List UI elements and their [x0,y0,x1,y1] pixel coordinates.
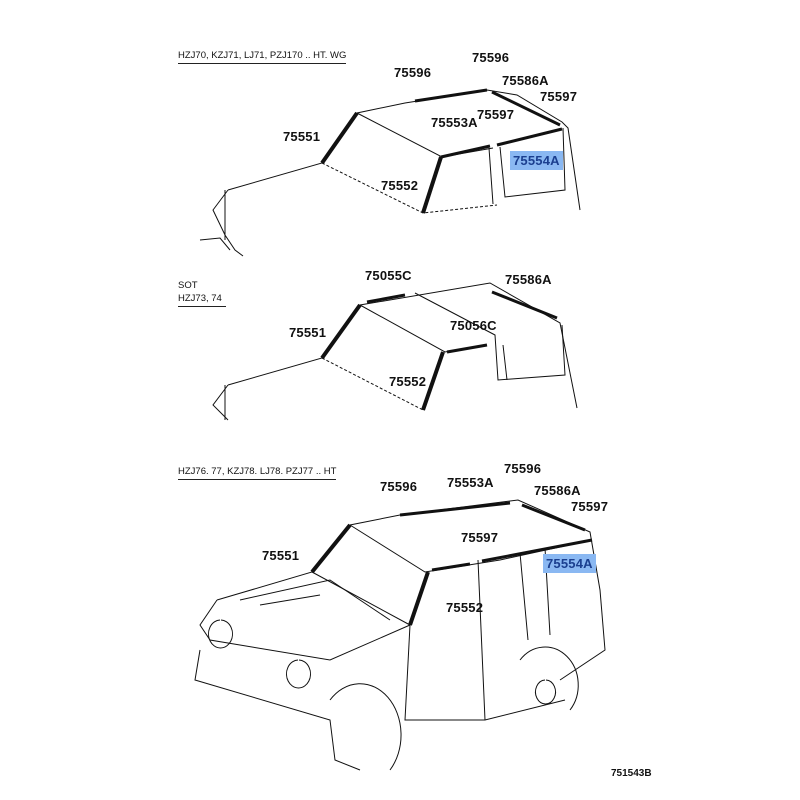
part-label[interactable]: 75553A [447,475,494,490]
vehicle-2-roof-drawing [212,282,578,421]
section-1-title: HZJ70, KZJ71, LJ71, PZJ170 .. HT. WG [178,50,347,64]
part-label[interactable]: 75586A [534,483,581,498]
diagram-code: 751543B [611,768,652,779]
part-label[interactable]: 75552 [446,600,484,615]
section-2-title-line1: SOT [178,280,198,291]
part-label[interactable]: 75056C [450,318,497,333]
part-label[interactable]: 75597 [571,499,609,514]
part-label[interactable]: 75597 [477,107,515,122]
part-label[interactable]: 75055C [365,268,412,283]
part-label[interactable]: 75551 [262,548,300,563]
part-label[interactable]: 75551 [289,325,327,340]
part-label[interactable]: 75551 [283,129,321,144]
vehicle-3-body-drawing [194,499,606,771]
part-label-highlighted[interactable]: 75554A [510,151,563,170]
vehicle-1-roof-drawing [199,88,581,257]
part-label[interactable]: 75553A [431,115,478,130]
part-label[interactable]: 75597 [540,89,578,104]
part-label[interactable]: 75552 [389,374,427,389]
part-label[interactable]: 75586A [502,73,549,88]
part-label[interactable]: 75596 [380,479,418,494]
section-2-title-line2: HZJ73, 74 [178,293,226,307]
part-label[interactable]: 75597 [461,530,499,545]
section-3-title: HZJ76. 77, KZJ78. LJ78. PZJ77 .. HT [178,466,337,480]
part-label[interactable]: 75596 [504,461,542,476]
part-label[interactable]: 75596 [472,50,510,65]
part-label[interactable]: 75596 [394,65,432,80]
part-label-highlighted[interactable]: 75554A [543,554,596,573]
part-label[interactable]: 75552 [381,178,419,193]
part-label[interactable]: 75586A [505,272,552,287]
